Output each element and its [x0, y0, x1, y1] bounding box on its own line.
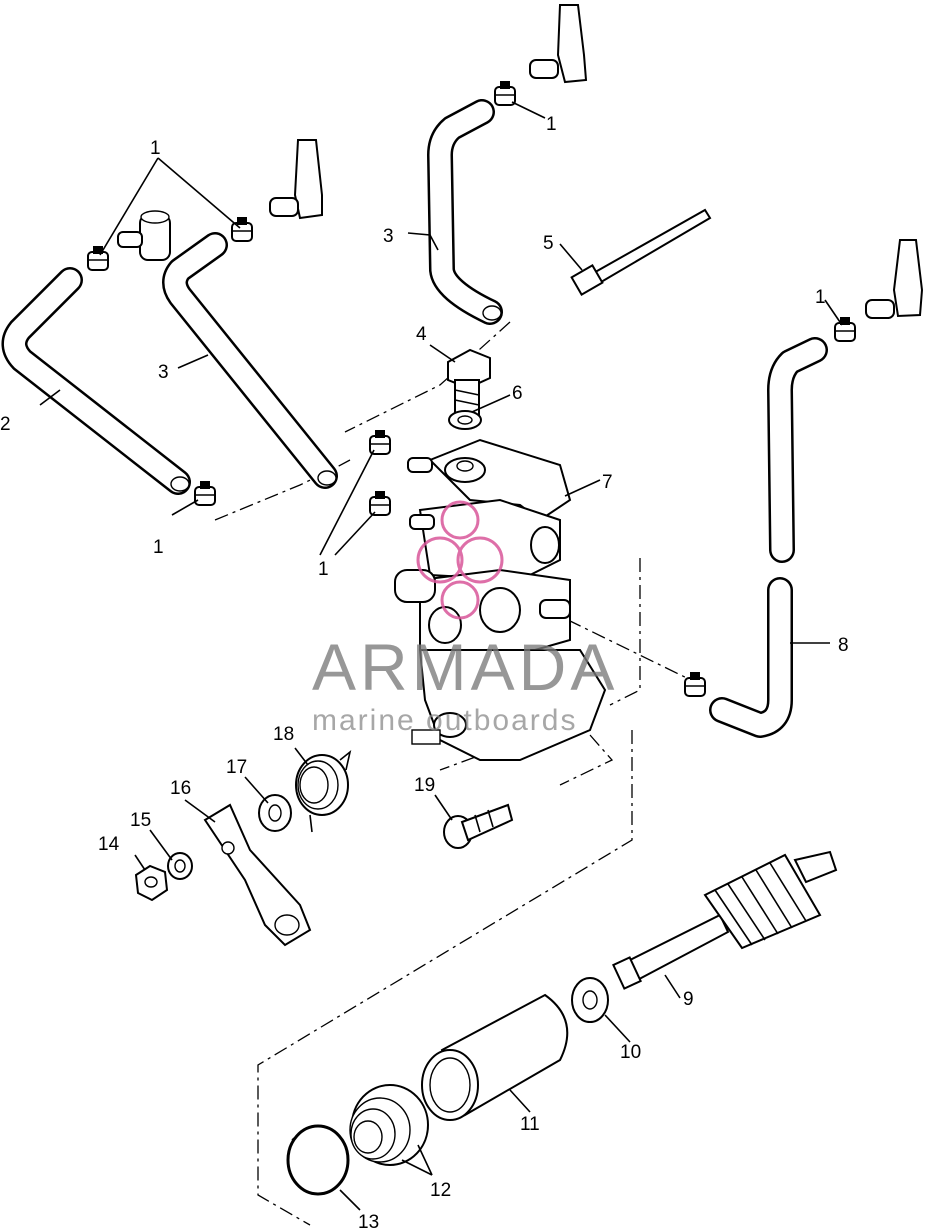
callout-1: 1 — [318, 559, 329, 580]
seal-12 — [349, 1084, 429, 1166]
bolt-4 — [447, 348, 491, 417]
driven-gear-9 — [612, 850, 838, 990]
callout-13: 13 — [358, 1212, 379, 1231]
bushing-11 — [421, 993, 569, 1121]
callout-4: 4 — [416, 324, 427, 345]
assembly-lines — [214, 321, 696, 1226]
nut-14 — [134, 864, 169, 902]
callout-6: 6 — [512, 383, 523, 404]
callout-9: 9 — [683, 989, 694, 1010]
callout-15: 15 — [130, 810, 151, 831]
hose-clamp-icon — [87, 81, 856, 697]
hose-3-top — [427, 99, 503, 325]
callout-1: 1 — [153, 537, 164, 558]
fuel-nipple-icon — [117, 4, 924, 319]
callout-1: 1 — [150, 138, 161, 159]
callout-14: 14 — [98, 834, 120, 855]
bolt-19 — [443, 803, 514, 849]
hose-8-lower — [709, 577, 793, 738]
watermark-logo-icon — [416, 500, 504, 620]
ring-15 — [167, 852, 193, 880]
spring-18 — [295, 749, 352, 833]
oil-pump-icon — [394, 438, 607, 761]
callout-1: 1 — [815, 287, 826, 308]
callout-7: 7 — [602, 472, 613, 493]
callout-19: 19 — [414, 775, 435, 796]
hose-2 — [1, 267, 191, 495]
washer-17 — [258, 794, 292, 832]
watermark: ARMADA marine outboards — [312, 500, 618, 737]
watermark-brand: ARMADA — [312, 630, 618, 704]
washer-6 — [448, 410, 482, 430]
cable-tie — [570, 208, 712, 297]
callout-17: 17 — [226, 757, 247, 778]
leader-lines — [39, 101, 843, 1211]
hose-3-left — [162, 232, 338, 489]
callout-11: 11 — [520, 1114, 540, 1135]
callout-18: 18 — [273, 724, 294, 745]
watermark-tagline: marine outboards — [312, 704, 577, 737]
hose-8-upper — [767, 337, 828, 563]
lever-16 — [203, 803, 312, 947]
callout-3: 3 — [158, 362, 169, 383]
callout-10: 10 — [620, 1042, 641, 1063]
callouts: 1 1 1 1 1 2 3 3 4 5 6 7 8 9 10 11 12 13 … — [0, 114, 849, 1231]
washer-10 — [571, 977, 609, 1023]
callout-8: 8 — [838, 635, 849, 656]
callout-16: 16 — [170, 778, 191, 799]
callout-2: 2 — [0, 414, 11, 435]
circlip-13 — [286, 1124, 350, 1196]
callout-3: 3 — [383, 226, 394, 247]
callout-5: 5 — [543, 233, 554, 254]
callout-1: 1 — [546, 114, 557, 135]
callout-12: 12 — [430, 1180, 451, 1201]
